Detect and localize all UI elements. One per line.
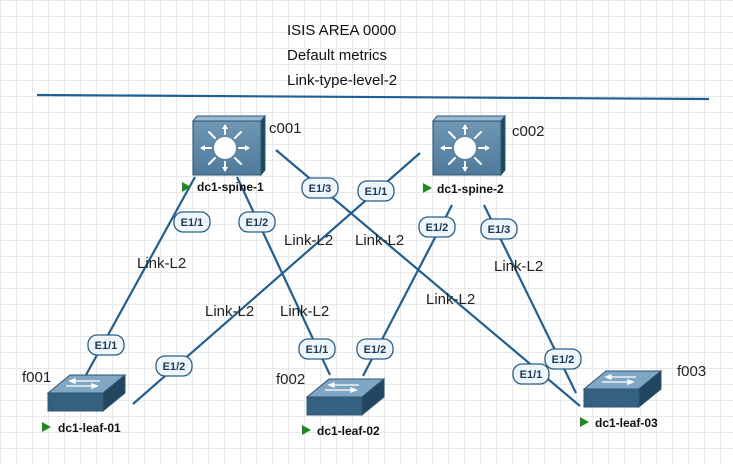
node-leaf-2[interactable]: f002 dc1-leaf-02 — [276, 371, 386, 438]
node-name: dc1-leaf-03 — [595, 416, 658, 430]
interface-badge[interactable]: E1/1 — [298, 338, 336, 360]
interface-label: E1/2 — [426, 222, 449, 234]
interface-label: E1/1 — [520, 369, 543, 381]
interface-badge[interactable]: E1/2 — [544, 348, 582, 370]
link-label: Link-L2 — [205, 303, 254, 320]
host-label: f001 — [22, 369, 51, 386]
host-label: c002 — [512, 123, 545, 140]
running-indicator-icon — [182, 182, 191, 192]
diagram-header: ISIS AREA 0000 Default metrics Link-type… — [287, 22, 397, 89]
interface-badge[interactable]: E1/1 — [87, 334, 125, 356]
host-label: f002 — [276, 371, 305, 388]
switch-icon — [305, 377, 386, 417]
link-label: Link-L2 — [426, 291, 475, 308]
node-leaf-1[interactable]: f001 dc1-leaf-01 — [22, 369, 127, 435]
node-name: dc1-spine-2 — [437, 182, 504, 196]
header-line-1: ISIS AREA 0000 — [287, 22, 396, 39]
link-label: Link-L2 — [280, 303, 329, 320]
node-name: dc1-leaf-01 — [58, 421, 121, 435]
node-spine-1[interactable]: c001 dc1-spine-1 — [182, 114, 302, 194]
interface-label: E1/1 — [95, 340, 118, 352]
node-spine-2[interactable]: c002 dc1-spine-2 — [423, 114, 545, 196]
interface-badge[interactable]: E1/1 — [357, 180, 395, 202]
interface-label: E1/3 — [309, 183, 332, 195]
running-indicator-icon — [580, 417, 589, 427]
layer3-switch-icon — [431, 114, 507, 177]
header-line-2: Default metrics — [287, 47, 387, 64]
interface-badge[interactable]: E1/2 — [356, 338, 394, 360]
link-label: Link-L2 — [494, 258, 543, 275]
interface-badge[interactable]: E1/2 — [238, 211, 276, 233]
interface-label: E1/2 — [163, 361, 186, 373]
interface-label: E1/1 — [306, 344, 329, 356]
interface-badge[interactable]: E1/2 — [155, 355, 193, 377]
interface-label: E1/3 — [488, 224, 511, 236]
node-name: dc1-spine-1 — [197, 180, 264, 194]
link-label: Link-L2 — [355, 232, 404, 249]
running-indicator-icon — [423, 183, 432, 193]
header-divider — [36, 93, 710, 101]
interface-badge[interactable]: E1/1 — [512, 363, 550, 385]
interface-label: E1/1 — [181, 217, 204, 229]
running-indicator-icon — [302, 425, 311, 435]
interface-label: E1/2 — [364, 344, 387, 356]
interface-labels: E1/1 E1/2 E1/3 E1/1 E1/2 E1/3 E1/1 E1/2 — [87, 177, 582, 385]
link-label: Link-L2 — [284, 232, 333, 249]
interface-label: E1/2 — [552, 354, 575, 366]
layer3-switch-icon — [191, 114, 267, 177]
interface-badge[interactable]: E1/3 — [301, 177, 339, 199]
node-name: dc1-leaf-02 — [317, 424, 380, 438]
interface-badge[interactable]: E1/3 — [480, 218, 518, 240]
switch-icon — [582, 369, 663, 409]
switch-icon — [46, 373, 127, 413]
interface-label: E1/1 — [365, 186, 388, 198]
running-indicator-icon — [42, 422, 51, 432]
link-label: Link-L2 — [137, 255, 186, 272]
node-leaf-3[interactable]: f003 dc1-leaf-03 — [580, 363, 706, 430]
link-labels: Link-L2 Link-L2 Link-L2 Link-L2 Link-L2 … — [137, 232, 543, 320]
host-label: f003 — [677, 363, 706, 380]
interface-label: E1/2 — [246, 217, 269, 229]
host-label: c001 — [269, 120, 302, 137]
header-line-3: Link-type-level-2 — [287, 72, 397, 89]
interface-badge[interactable]: E1/1 — [173, 211, 211, 233]
interface-badge[interactable]: E1/2 — [418, 216, 456, 238]
